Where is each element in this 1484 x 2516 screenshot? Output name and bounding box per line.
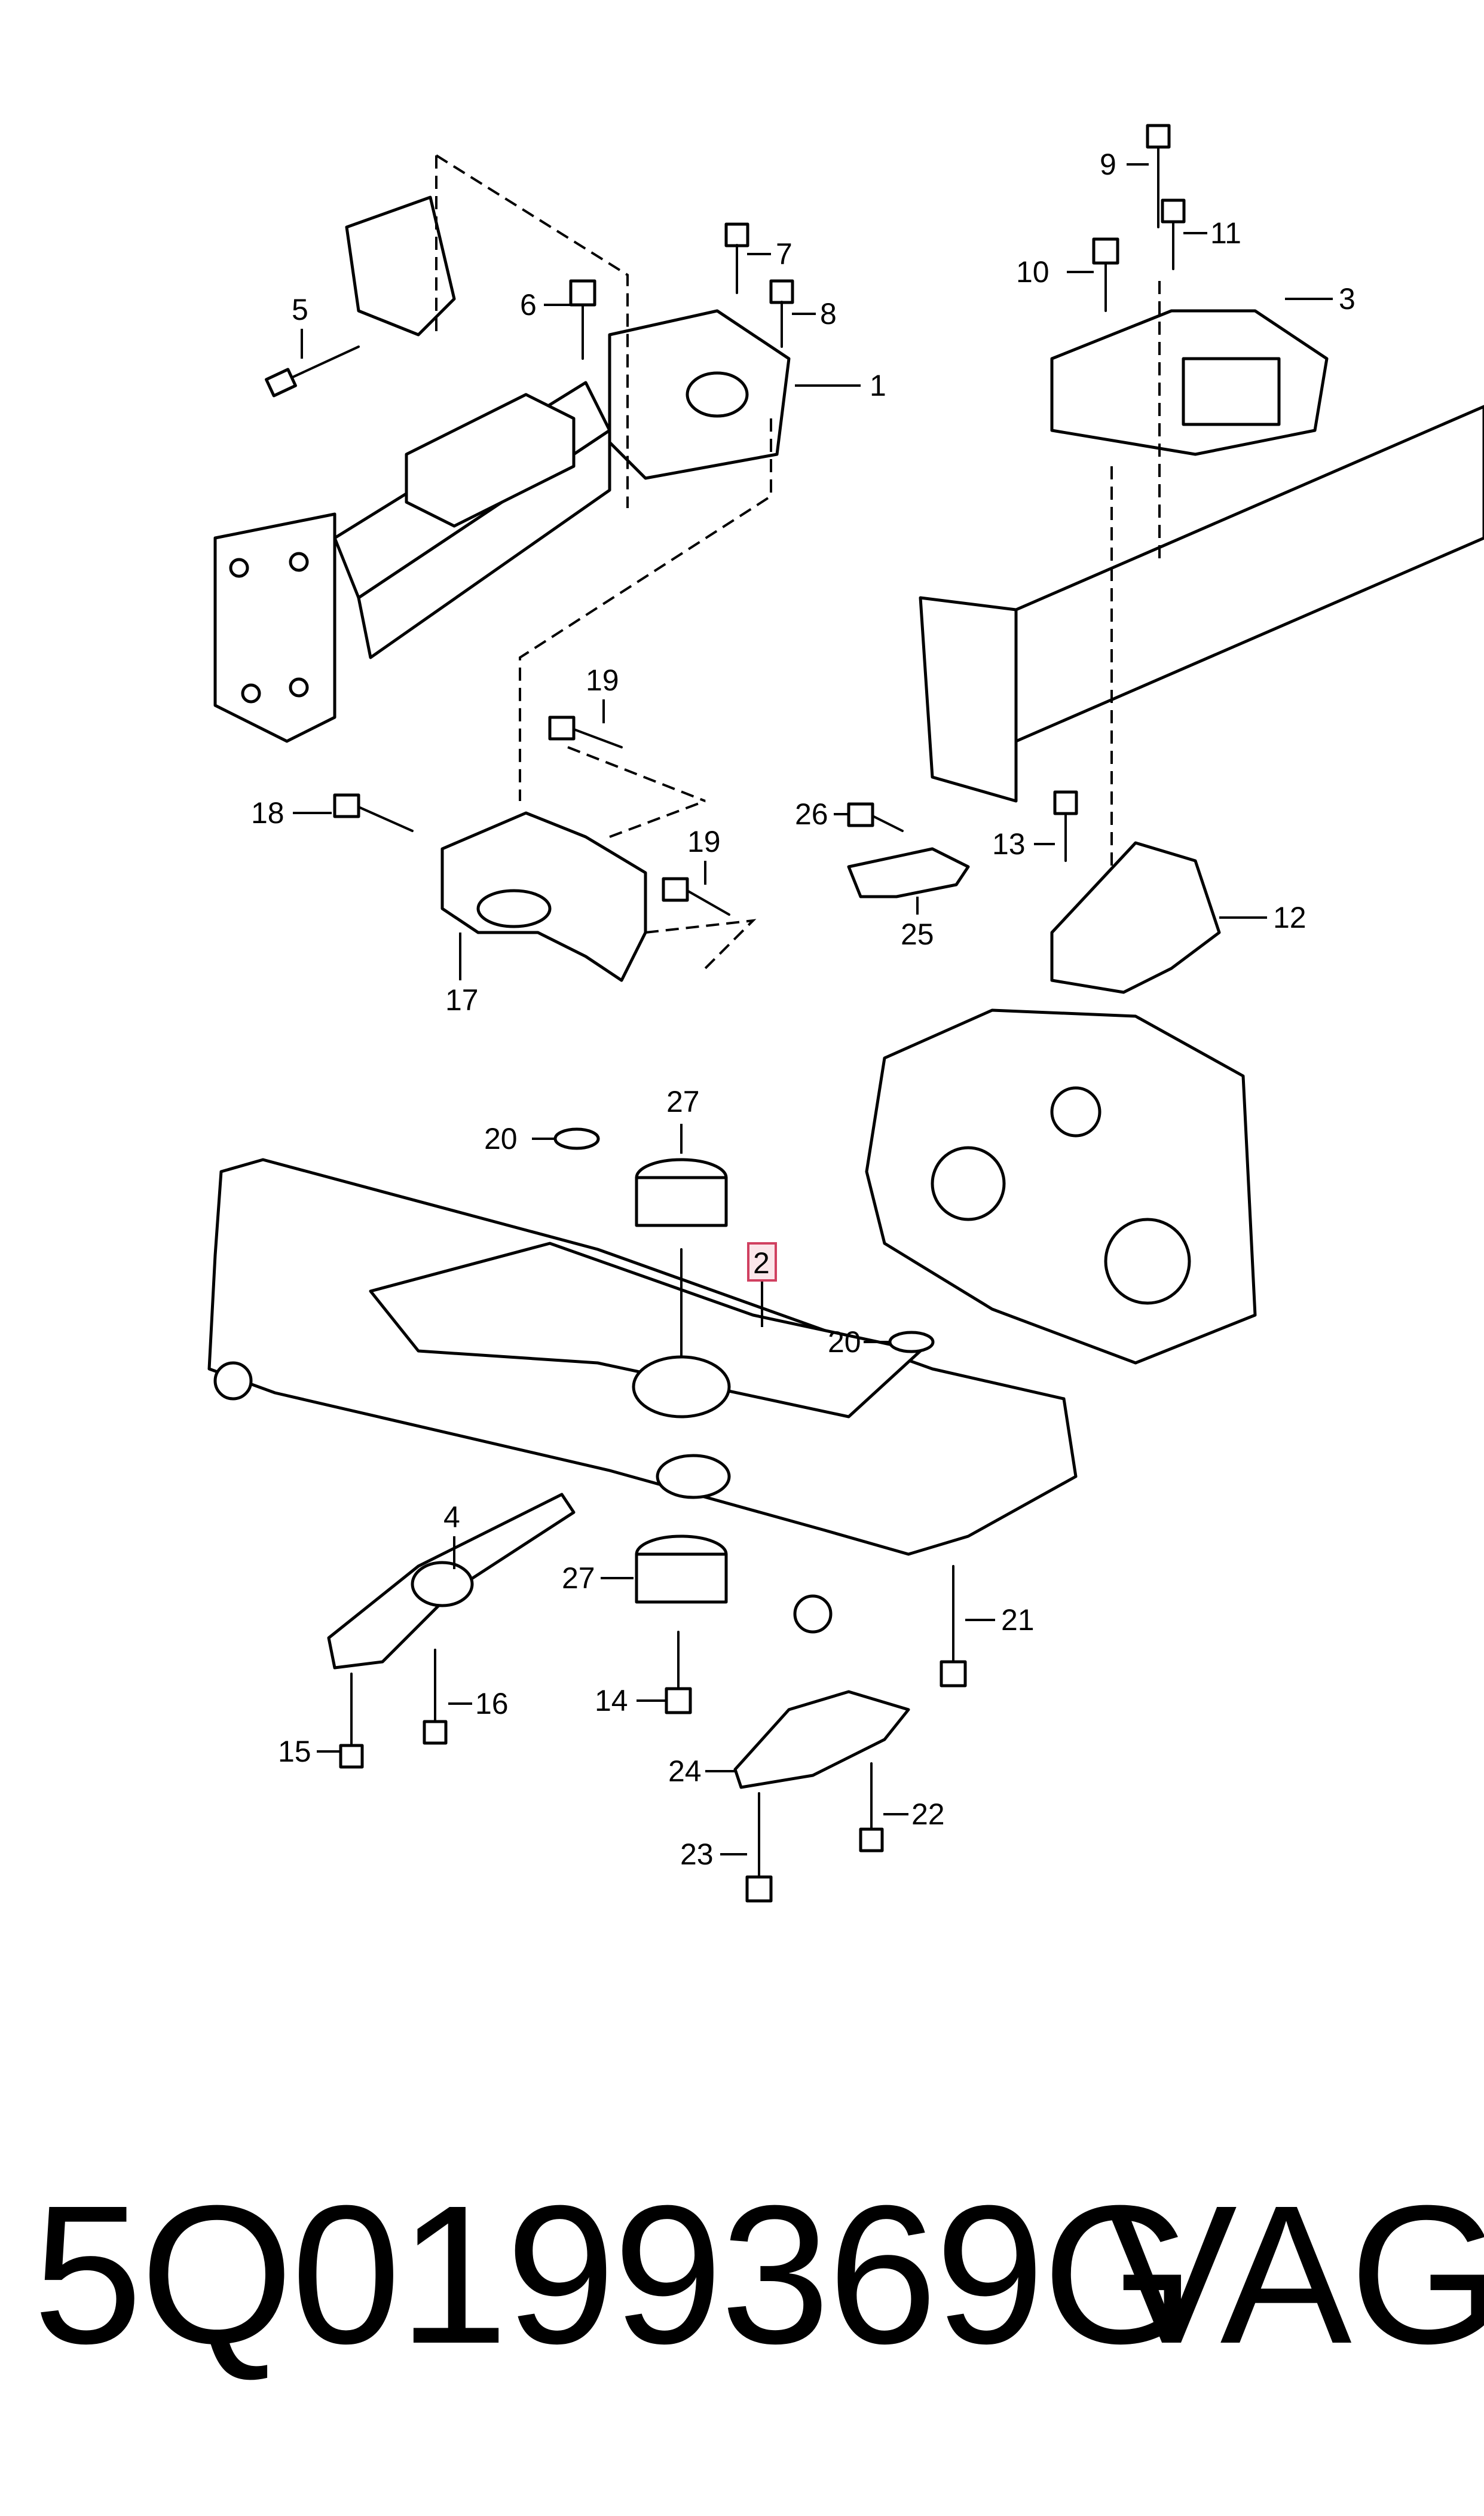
- rubber-mount-27-upper: [635, 1158, 728, 1227]
- bolt-8: [769, 279, 794, 348]
- bolt-6: [569, 279, 596, 360]
- bolt-5: [265, 346, 360, 398]
- gearbox-housing: [865, 1008, 1257, 1365]
- bolt-7: [724, 222, 749, 294]
- callout-19-upper: 19: [586, 664, 619, 697]
- callout-5: 5: [292, 293, 308, 326]
- bolt-18: [333, 793, 414, 832]
- rubber-mount-27-lower: [635, 1534, 728, 1604]
- brand: VAG: [1106, 2164, 1484, 2384]
- callout-27-lower: 27: [562, 1561, 595, 1595]
- bolt-11: [1161, 198, 1186, 270]
- bolt-21: [940, 1565, 967, 1687]
- callout-2-highlight: [747, 1242, 777, 1282]
- bolt-23: [745, 1792, 773, 1903]
- callout-14: 14: [595, 1684, 628, 1717]
- bolt-19-lower: [662, 877, 730, 916]
- callout-1: 1: [870, 369, 886, 402]
- callout-17: 17: [445, 983, 479, 1017]
- gearbox-mount-12: [1050, 841, 1221, 994]
- bolt-16: [423, 1649, 448, 1745]
- callout-11: 11: [1210, 216, 1241, 250]
- bolt-22: [859, 1762, 884, 1852]
- callout-16: 16: [475, 1687, 509, 1720]
- right-longitudinal-member: [1014, 405, 1484, 743]
- torque-rod-4: [327, 1493, 576, 1670]
- callout-13: 13: [992, 827, 1026, 861]
- callout-25: 25: [901, 918, 934, 951]
- callout-12: 12: [1273, 901, 1306, 934]
- left-support-bracket: [345, 195, 456, 337]
- left-member-bracket: [405, 393, 576, 528]
- bracket-25: [847, 847, 970, 898]
- right-member-end-plate: [919, 596, 1018, 803]
- bolt-15: [339, 1673, 364, 1769]
- callout-22: 22: [911, 1797, 945, 1831]
- bolt-19-upper: [548, 716, 623, 748]
- bolt-10: [1092, 237, 1119, 312]
- subframe-bushing-upper: [632, 1355, 731, 1419]
- right-engine-mount-assembly: [919, 281, 1484, 956]
- callout-3: 3: [1339, 282, 1356, 316]
- left-engine-mount-assembly: [213, 154, 791, 801]
- callouts: 1 2 3 4 5 6 7 8 9 10 11 12 13 14 15 16: [251, 148, 1356, 1871]
- callout-9: 9: [1100, 148, 1116, 181]
- callout-23: 23: [680, 1838, 714, 1871]
- callout-24: 24: [668, 1754, 702, 1788]
- subframe: [207, 1158, 1078, 1634]
- bolt-14: [665, 1631, 692, 1714]
- left-member-end-plate: [213, 512, 336, 743]
- callout-2: 2: [753, 1246, 770, 1280]
- callout-19-lower: 19: [687, 825, 721, 858]
- washer-20-left: [553, 1127, 600, 1150]
- callout-6: 6: [520, 288, 537, 322]
- callout-21: 21: [1001, 1603, 1035, 1637]
- bolt-26: [847, 802, 904, 832]
- bracket-24: [733, 1690, 910, 1789]
- callout-27-upper: 27: [666, 1085, 700, 1118]
- callout-20-left: 20: [484, 1122, 518, 1155]
- engine-mount-3-block: [1182, 357, 1281, 426]
- callout-18: 18: [251, 796, 284, 830]
- callout-7: 7: [776, 237, 793, 271]
- bolt-9: [1146, 124, 1171, 228]
- callout-10: 10: [1016, 255, 1049, 289]
- engine-mount-1-hole: [686, 371, 749, 418]
- part-number: 5Q0199369G: [33, 2164, 1196, 2384]
- mount-17: [440, 746, 757, 982]
- callout-15: 15: [278, 1735, 311, 1768]
- callout-4: 4: [443, 1500, 460, 1534]
- mount-17-body: [440, 811, 647, 982]
- diagram-drawing: 1 2 3 4 5 6 7 8 9 10 11 12 13 14 15 16: [207, 124, 1484, 1903]
- subframe-bushing-lower: [656, 1454, 731, 1499]
- callout-26: 26: [795, 797, 828, 831]
- bolt-13: [1053, 790, 1078, 862]
- washer-20-right: [888, 1331, 935, 1353]
- callout-8: 8: [820, 297, 837, 331]
- callout-20-right: 20: [828, 1325, 861, 1359]
